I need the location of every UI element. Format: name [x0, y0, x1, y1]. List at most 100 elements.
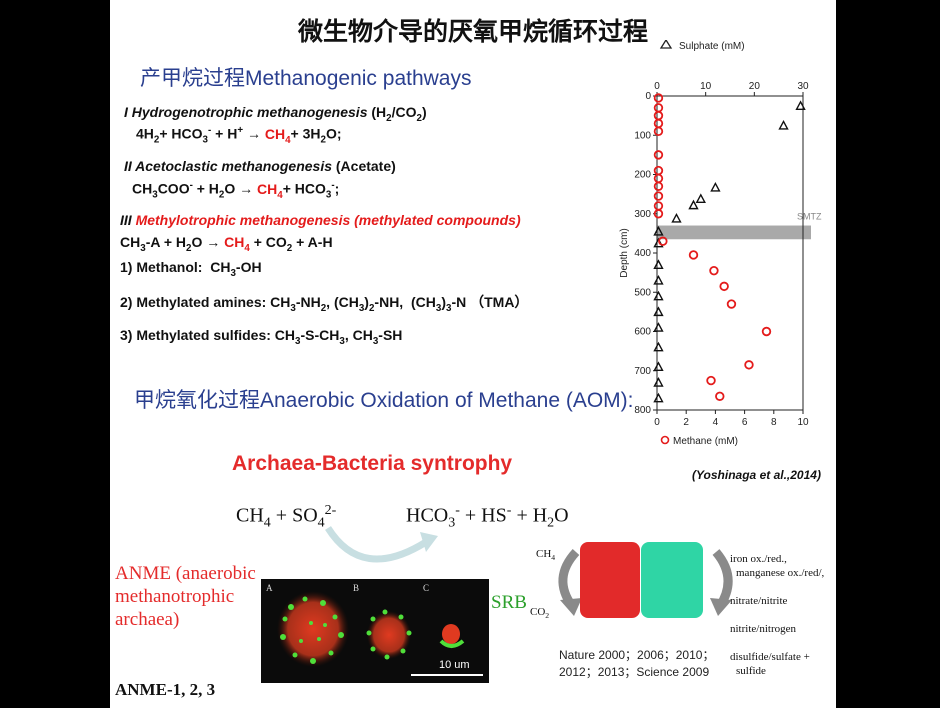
methane-point	[761, 326, 772, 337]
methane-point	[653, 93, 664, 103]
sulphate-point	[653, 306, 664, 317]
bottom-tick-label: 4	[713, 417, 719, 428]
y-tick-label: 800	[634, 405, 651, 416]
methanogenic-heading: 产甲烷过程Methanogenic pathways	[140, 67, 472, 90]
ch4-label: CH4	[536, 548, 556, 563]
methane-legend-marker	[660, 435, 670, 445]
page-title: 微生物介导的厌氧甲烷循环过程	[297, 17, 648, 46]
sulphate-point	[653, 322, 664, 332]
aom-equation-left: CH4 + SO42-	[236, 503, 337, 531]
top-axis-label: Sulphate (mM)	[679, 41, 745, 52]
bottom-axis-label: Methane (mM)	[673, 436, 738, 447]
bottom-tick-label: 2	[683, 417, 689, 428]
methane-point	[653, 191, 664, 201]
sulphate-point	[653, 225, 664, 236]
methane-point	[653, 103, 664, 113]
methane-point	[706, 375, 716, 386]
methane-point	[653, 118, 664, 129]
y-tick-label: 400	[634, 248, 651, 259]
aom-heading: 甲烷氧化过程Anaerobic Oxidation of Methane (AO…	[134, 389, 634, 412]
sulphate-point	[795, 100, 806, 111]
sulphate-point	[653, 377, 664, 387]
smtz-label: SMTZ	[797, 212, 822, 222]
sulphate-point	[778, 119, 789, 130]
panel-label-c: C	[423, 583, 430, 593]
bacteria-block	[641, 542, 703, 618]
co2-label: CO2	[530, 606, 550, 621]
process-item: iron ox./red.,	[730, 553, 787, 565]
anme-types: ANME-1, 2, 3	[115, 680, 216, 699]
methane-point	[688, 250, 699, 260]
sulphate-point	[653, 341, 664, 352]
sulphate-point	[653, 290, 664, 301]
y-tick-label: 500	[634, 287, 651, 298]
sulphate-point	[688, 199, 699, 210]
y-tick-label: 100	[634, 130, 651, 141]
y-tick-label: 300	[634, 209, 651, 220]
sulphate-point	[695, 193, 706, 204]
process-list: iron ox./red., manganese ox./red/, nitra…	[730, 552, 824, 678]
reaction-arrow	[325, 526, 438, 563]
y-tick-label: 200	[634, 170, 651, 181]
bottom-tick-label: 6	[742, 417, 748, 428]
y-tick-label: 600	[634, 327, 651, 338]
right-curved-arrow	[710, 549, 733, 616]
methylated-item-3: 3) Methylated sulfides: CH3-S-CH3, CH3-S…	[120, 327, 403, 347]
sulphate-legend-marker	[659, 40, 673, 49]
methane-point	[744, 360, 754, 370]
pathway-3-name: Methylotrophic methanogenesis (methylate…	[135, 212, 521, 228]
methane-point	[715, 391, 725, 401]
methane-point	[653, 110, 664, 121]
fish-micrograph: A B C 10 um	[261, 579, 489, 683]
pathway-3-title: III Methylotrophic methanogenesis (methy…	[120, 212, 521, 228]
sulphate-point	[653, 392, 664, 403]
methylated-item-2: 2) Methylated amines: CH3-NH2, (CH3)2-NH…	[120, 294, 529, 314]
sulphate-point	[710, 181, 721, 192]
bottom-tick-label: 10	[797, 417, 809, 428]
sulphate-point	[653, 361, 664, 372]
pathway-1-name: I Hydrogenotrophic methanogenesis	[124, 104, 368, 120]
methane-point	[658, 236, 668, 246]
process-item: nitrate/nitrite	[730, 595, 788, 607]
methane-point	[653, 201, 664, 211]
plot-frame	[656, 95, 804, 411]
pathway-2-equation: CH3COO- + H2O → CH4+ HCO3-;	[132, 180, 340, 201]
process-item: manganese ox./red/,	[736, 567, 825, 579]
top-tick-label: 30	[797, 81, 809, 92]
chart-citation: (Yoshinaga et al.,2014)	[692, 468, 821, 482]
y-axis-label: Depth (cm)	[619, 228, 630, 277]
sulphate-point	[671, 212, 682, 223]
pathway-3-equation: CH3-A + H2O → CH4 + CO2 + A-H	[120, 234, 333, 254]
y-tick-label: 700	[634, 366, 651, 377]
left-curved-arrow	[558, 548, 582, 616]
anme-label: ANME (anaerobic methanotrophic archaea)	[115, 563, 256, 630]
top-tick-label: 10	[700, 81, 712, 92]
smtz-band	[657, 225, 811, 240]
bottom-tick-label: 8	[771, 417, 777, 428]
pathway-2-title: II Acetoclastic methanogenesis (Acetate)	[124, 158, 396, 174]
scale-bar-label: 10 um	[439, 659, 470, 671]
process-item: disulfide/sulfate +	[730, 651, 810, 663]
methane-point	[653, 165, 664, 176]
slide: 微生物介导的厌氧甲烷循环过程 产甲烷过程Methanogenic pathway…	[110, 0, 836, 708]
methane-point	[726, 299, 737, 309]
top-tick-label: 20	[749, 81, 761, 92]
methane-point	[653, 126, 664, 137]
process-item: nitrite/nitrogen	[730, 623, 796, 635]
pathway-2-name: II Acetoclastic methanogenesis	[124, 158, 332, 174]
methane-point	[653, 150, 664, 160]
aom-equation-right: HCO3- + HS- + H2O	[406, 503, 569, 531]
srb-label: SRB	[491, 592, 527, 613]
aggregate-image	[277, 591, 483, 676]
methylated-item-1: 1) Methanol: CH3-OH	[120, 259, 262, 279]
pathway-1-substrate: (H2/CO2)	[371, 104, 427, 124]
process-item: sulfide	[736, 665, 766, 677]
bottom-tick-label: 0	[654, 417, 660, 428]
syntrophy-title: Archaea-Bacteria syntrophy	[232, 452, 513, 475]
pathway-1-equation: 4H2+ HCO3- + H+ → CH4+ 3H2O;	[136, 125, 342, 146]
pathway-1-title: I Hydrogenotrophic methanogenesis (H2/CO…	[124, 104, 427, 124]
methane-point	[653, 181, 664, 191]
sulphate-point	[653, 274, 664, 285]
panel-label-b: B	[353, 583, 360, 593]
